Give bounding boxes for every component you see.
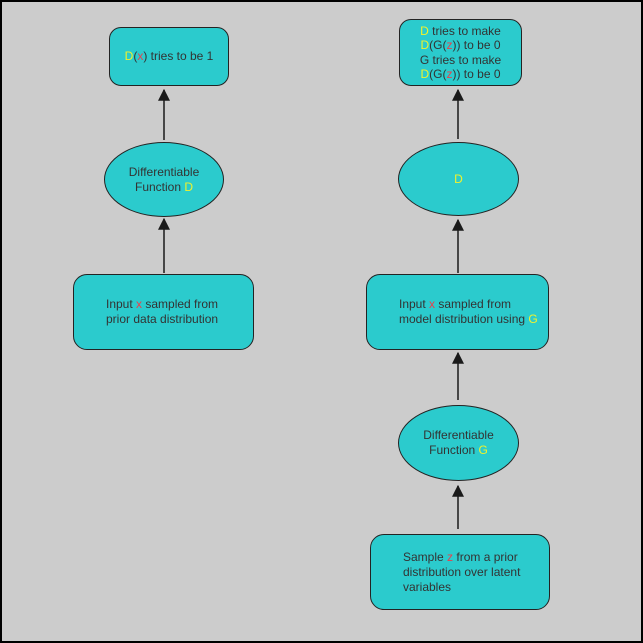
discriminator-goal-box-left: D(x) tries to be 1 bbox=[109, 27, 229, 86]
discriminator-ellipse: D bbox=[398, 142, 519, 216]
